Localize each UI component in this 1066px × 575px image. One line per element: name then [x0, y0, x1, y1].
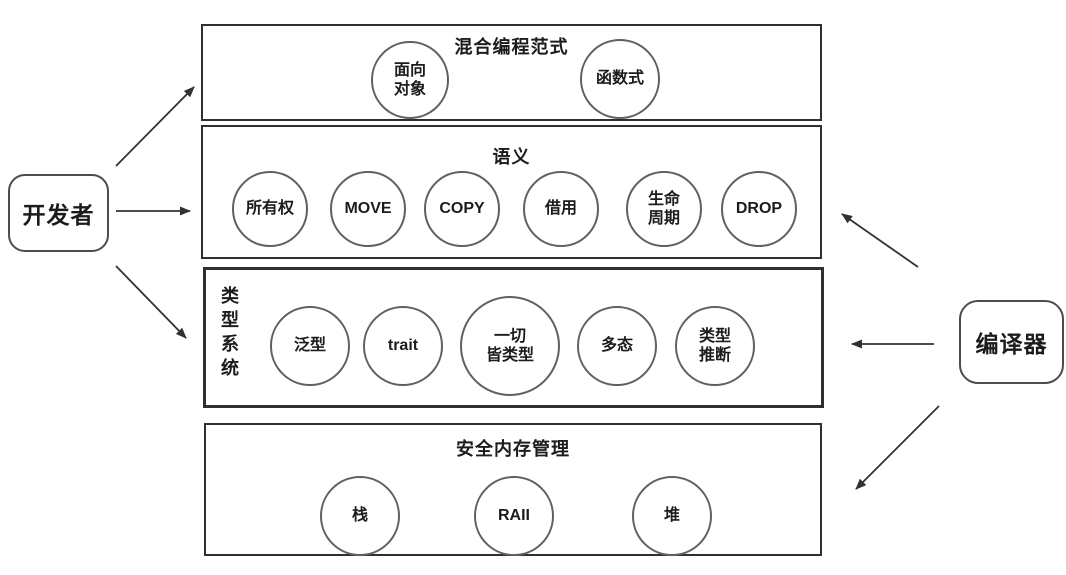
concept-circle-lifetime: 生命 周期 [626, 171, 702, 247]
arrow-developer-to-paradigm [115, 86, 195, 167]
arrow-developer-to-typesystem [115, 265, 187, 339]
node-developer: 开发者 [8, 174, 109, 252]
concept-circle-generics: 泛型 [270, 306, 350, 386]
node-compiler: 编译器 [959, 300, 1064, 384]
panel-semantics: 语义 所有权 MOVE COPY 借用 生命 周期 DROP [201, 125, 822, 259]
panel-paradigm: 混合编程范式 面向 对象 函数式 [201, 24, 822, 121]
concept-circle-copy: COPY [424, 171, 500, 247]
concept-circle-borrow: 借用 [523, 171, 599, 247]
concept-circle-polymorphism: 多态 [577, 306, 657, 386]
panel-semantics-title: 语义 [492, 147, 531, 167]
node-compiler-label: 编译器 [975, 331, 1048, 357]
concept-circle-trait: trait [363, 306, 443, 386]
concept-circle-everything-is-type: 一切 皆类型 [460, 296, 560, 396]
concept-circle-move: MOVE [330, 171, 406, 247]
concept-circle-drop: DROP [721, 171, 797, 247]
arrow-compiler-to-semantics [841, 213, 919, 268]
panel-typesystem-title: 类型系统 [219, 286, 239, 382]
concept-circle-ownership: 所有权 [232, 171, 308, 247]
concept-circle-stack: 栈 [320, 476, 400, 556]
arrow-compiler-to-memory [855, 405, 940, 490]
concept-circle-type-inference: 类型 推断 [675, 306, 755, 386]
panel-paradigm-title: 混合编程范式 [454, 37, 569, 57]
concept-circle-heap: 堆 [632, 476, 712, 556]
concept-circle-functional: 函数式 [580, 39, 660, 119]
panel-memory-title: 安全内存管理 [456, 439, 570, 459]
concept-circle-oop: 面向 对象 [371, 41, 449, 119]
panel-memory: 安全内存管理 栈 RAII 堆 [204, 423, 822, 556]
node-developer-label: 开发者 [22, 202, 95, 228]
panel-typesystem: 类型系统 泛型 trait 一切 皆类型 多态 类型 推断 [203, 267, 824, 408]
concept-circle-raii: RAII [474, 476, 554, 556]
